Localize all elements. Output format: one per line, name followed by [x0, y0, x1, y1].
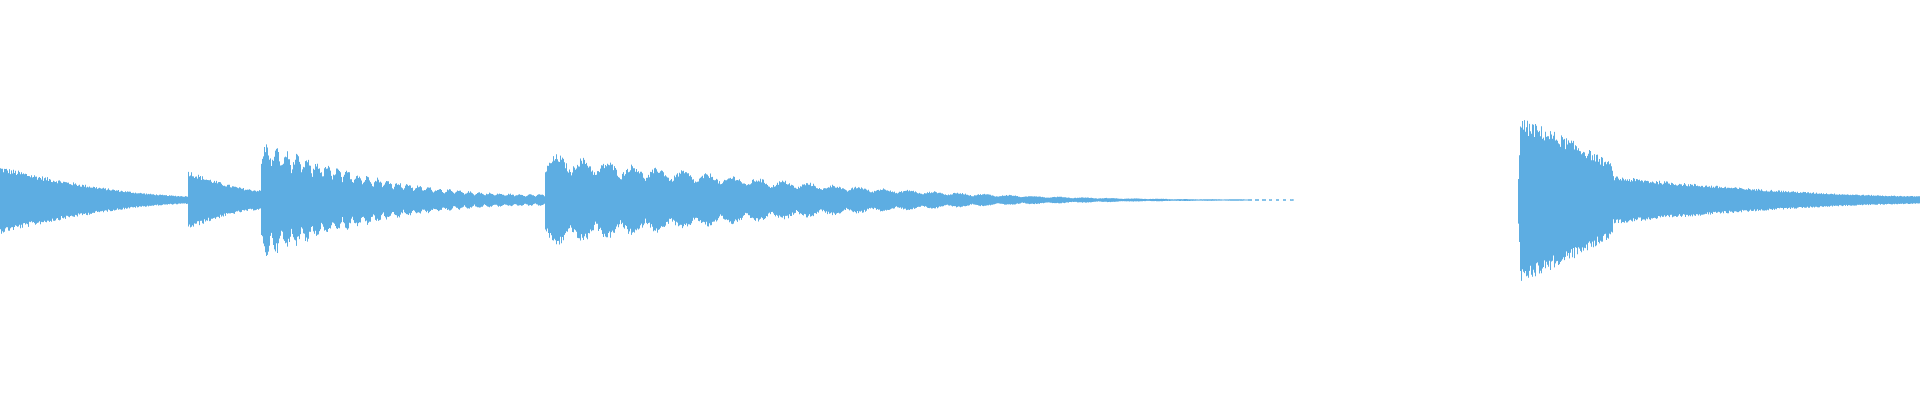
waveform-blip [1292, 199, 1294, 201]
waveform-samples [0, 120, 1920, 281]
waveform-trace [0, 120, 1920, 281]
